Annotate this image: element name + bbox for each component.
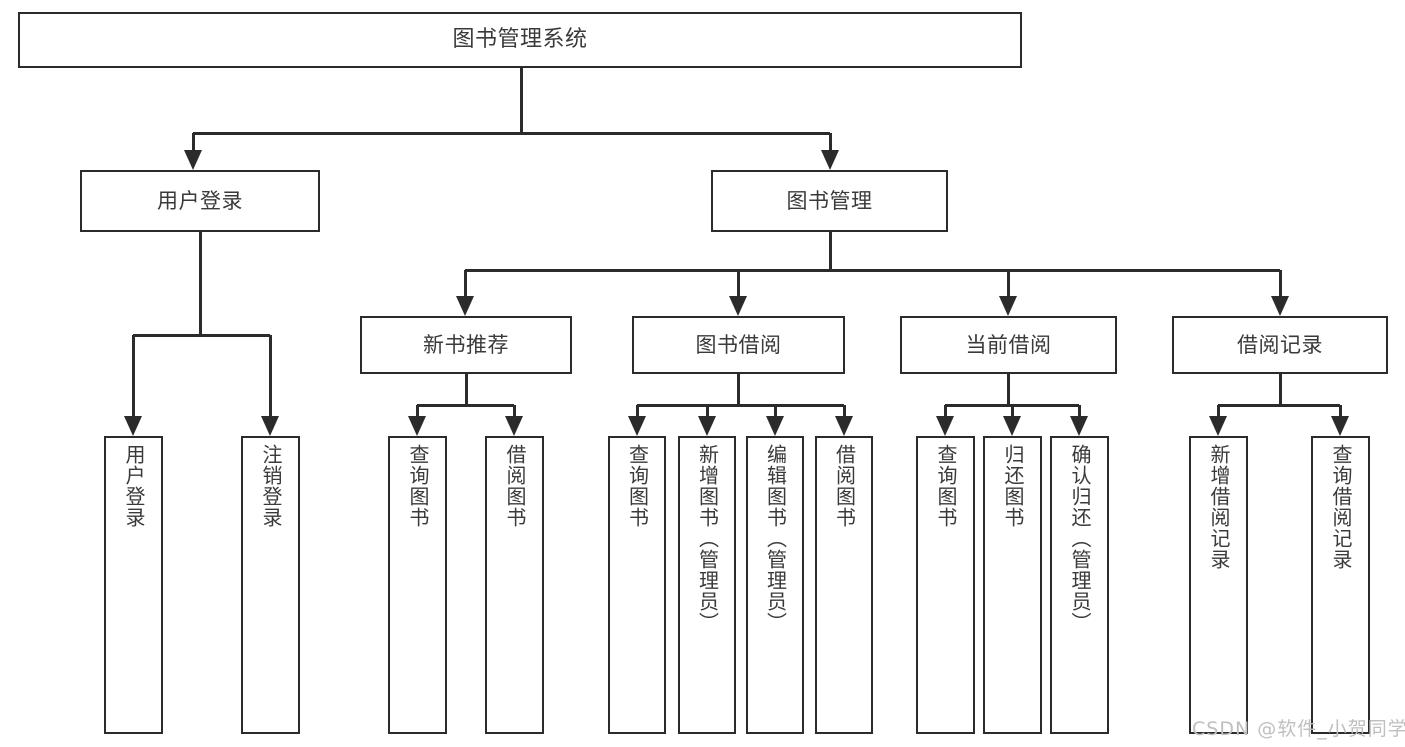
root-arrow-0: [184, 150, 202, 170]
current-arrow-0: [936, 416, 954, 436]
level3-stem-2: [1006, 374, 1010, 405]
user-login-arrow-0: [124, 416, 142, 436]
recommend-drop-1: [512, 405, 516, 418]
current-drop-0: [943, 405, 947, 418]
node-leaf-add-record[interactable]: 新增借阅记录: [1189, 436, 1248, 734]
current-drop-1: [1010, 405, 1014, 418]
node-leaf-return-book-label: 归还图书: [1001, 444, 1025, 528]
root-bar: [193, 131, 830, 135]
borrow-arrow-3: [835, 416, 853, 436]
node-leaf-query-book-1[interactable]: 查询图书: [388, 436, 447, 734]
node-leaf-user-login[interactable]: 用户登录: [104, 436, 163, 734]
root-arrow-1: [821, 150, 839, 170]
current-drop-2: [1077, 405, 1081, 418]
node-leaf-borrow-book-1-label: 借阅图书: [503, 444, 527, 528]
csdn-watermark: CSDN @软件_小贺同学: [1192, 718, 1405, 740]
node-leaf-borrow-book-1[interactable]: 借阅图书: [485, 436, 544, 734]
user-login-arrow-1: [261, 416, 279, 436]
node-leaf-confirm-return-label: 确认归还（管理员）: [1068, 444, 1092, 633]
node-leaf-borrow-book-2-label: 借阅图书: [832, 444, 857, 528]
node-root-label: 图书管理系统: [452, 27, 588, 53]
node-user-login-label: 用户登录: [157, 188, 243, 213]
node-leaf-confirm-return[interactable]: 确认归还（管理员）: [1050, 436, 1109, 734]
record-drop-0: [1216, 405, 1220, 418]
current-arrow-2: [1070, 416, 1088, 436]
record-bar: [1218, 403, 1340, 407]
node-book-manage-label: 图书管理: [786, 188, 873, 213]
user-login-stem: [198, 232, 202, 335]
root-drop-0: [191, 133, 195, 152]
node-leaf-user-login-label: 用户登录: [122, 444, 146, 528]
record-arrow-1: [1331, 416, 1349, 436]
level3-stem-0: [464, 374, 468, 405]
record-drop-1: [1338, 405, 1342, 418]
borrow-arrow-1: [698, 416, 716, 436]
book-manage-stem: [828, 232, 832, 270]
node-leaf-add-book[interactable]: 新增图书（管理员）: [678, 436, 736, 734]
node-book-borrow-label: 图书借阅: [695, 332, 782, 357]
node-new-book-recommend-label: 新书推荐: [423, 332, 509, 357]
node-current-borrow[interactable]: 当前借阅: [900, 316, 1117, 374]
recommend-arrow-1: [505, 416, 523, 436]
borrow-arrow-2: [766, 416, 784, 436]
node-book-manage[interactable]: 图书管理: [711, 170, 948, 232]
node-borrow-record[interactable]: 借阅记录: [1172, 316, 1388, 374]
node-leaf-user-logout-label: 注销登录: [259, 444, 283, 528]
node-leaf-query-record-label: 查询借阅记录: [1329, 444, 1353, 570]
node-leaf-edit-book-label: 编辑图书（管理员）: [763, 444, 788, 633]
node-new-book-recommend[interactable]: 新书推荐: [360, 316, 572, 374]
node-leaf-query-book-3-label: 查询图书: [934, 444, 958, 528]
borrow-drop-2: [773, 405, 777, 418]
node-current-borrow-label: 当前借阅: [965, 332, 1052, 357]
root-drop-1: [828, 133, 832, 152]
node-root[interactable]: 图书管理系统: [18, 12, 1022, 68]
recommend-arrow-0: [408, 416, 426, 436]
node-leaf-query-book-3[interactable]: 查询图书: [916, 436, 975, 734]
book-manage-drop-2: [1006, 270, 1010, 298]
user-login-drop-0: [131, 335, 135, 418]
node-leaf-user-logout[interactable]: 注销登录: [241, 436, 300, 734]
borrow-arrow-0: [628, 416, 646, 436]
node-leaf-edit-book[interactable]: 编辑图书（管理员）: [746, 436, 804, 734]
user-login-drop-1: [268, 335, 272, 418]
root-stem: [519, 68, 523, 133]
node-leaf-return-book[interactable]: 归还图书: [983, 436, 1042, 734]
node-borrow-record-label: 借阅记录: [1237, 332, 1323, 357]
book-manage-drop-0: [463, 270, 467, 298]
book-manage-arrow-0: [456, 296, 474, 316]
node-leaf-borrow-book-2[interactable]: 借阅图书: [815, 436, 873, 734]
book-manage-arrow-3: [1271, 296, 1289, 316]
node-leaf-add-book-label: 新增图书（管理员）: [695, 444, 720, 633]
recommend-drop-0: [415, 405, 419, 418]
current-arrow-1: [1003, 416, 1021, 436]
user-login-bar: [133, 333, 270, 337]
borrow-drop-3: [842, 405, 846, 418]
record-arrow-0: [1209, 416, 1227, 436]
book-manage-arrow-1: [729, 296, 747, 316]
node-leaf-query-book-2-label: 查询图书: [625, 444, 650, 528]
recommend-bar: [417, 403, 514, 407]
borrow-drop-1: [705, 405, 709, 418]
node-book-borrow[interactable]: 图书借阅: [632, 316, 845, 374]
node-leaf-add-record-label: 新增借阅记录: [1207, 444, 1231, 570]
book-manage-bar: [465, 268, 1280, 272]
borrow-drop-0: [635, 405, 639, 418]
node-leaf-query-book-2[interactable]: 查询图书: [608, 436, 666, 734]
node-leaf-query-book-1-label: 查询图书: [406, 444, 430, 528]
node-leaf-query-record[interactable]: 查询借阅记录: [1311, 436, 1370, 734]
level3-stem-1: [736, 374, 740, 405]
book-manage-drop-1: [736, 270, 740, 298]
node-user-login[interactable]: 用户登录: [80, 170, 320, 232]
borrow-bar: [637, 403, 844, 407]
book-manage-drop-3: [1278, 270, 1282, 298]
level3-stem-3: [1278, 374, 1282, 405]
book-manage-arrow-2: [999, 296, 1017, 316]
